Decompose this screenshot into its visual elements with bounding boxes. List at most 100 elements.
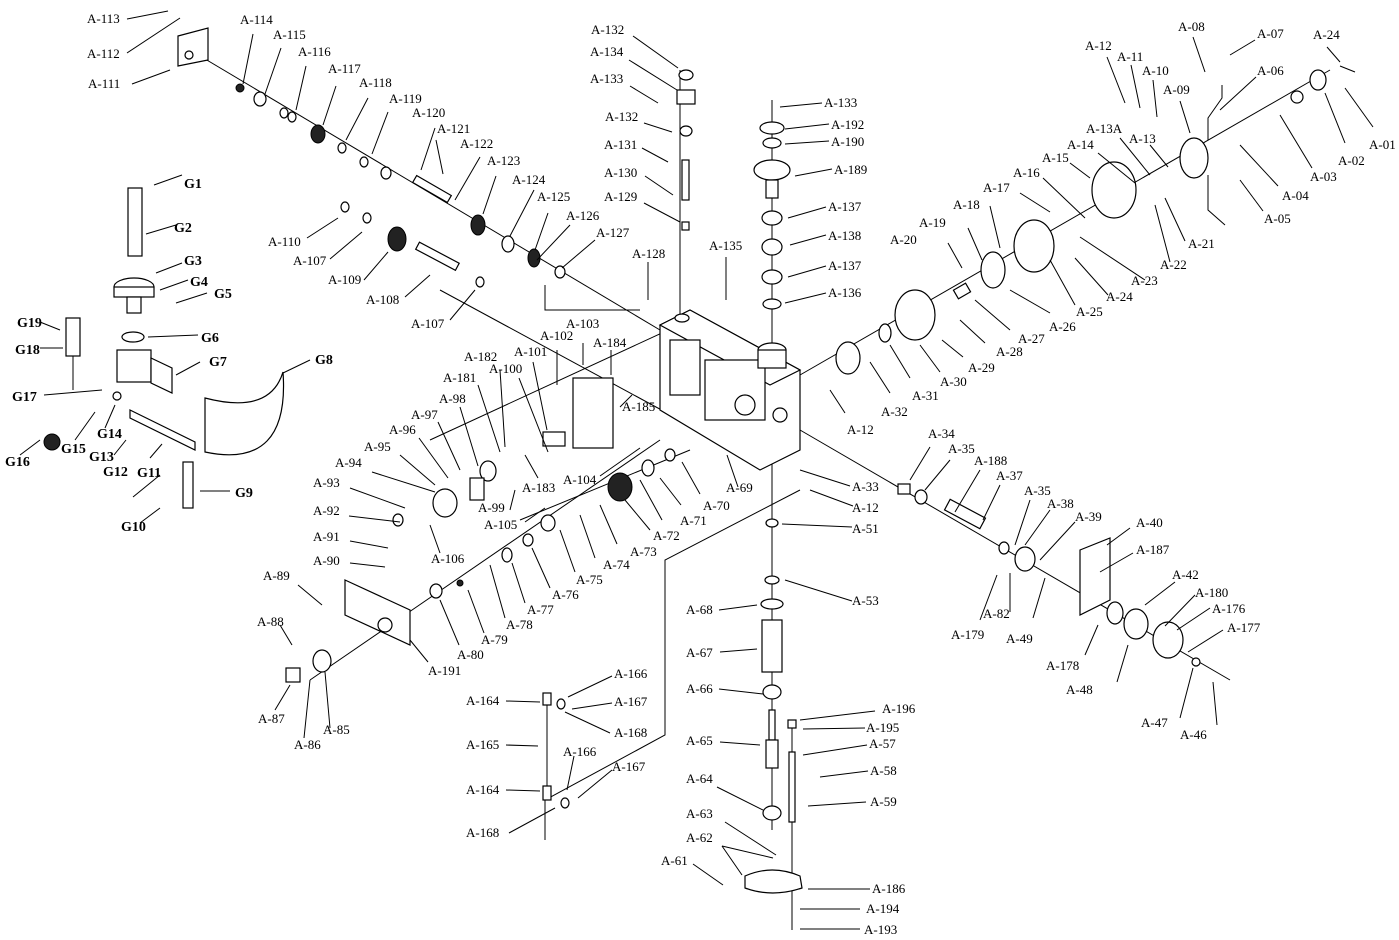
label-g2: G2 [174, 221, 192, 236]
label-a-137: A-137 [828, 199, 862, 214]
label-a-35: A-35 [948, 441, 975, 456]
label-a-181: A-181 [443, 370, 476, 385]
label-a-94: A-94 [335, 455, 362, 470]
label-a-14: A-14 [1067, 137, 1094, 152]
label-a-164: A-164 [466, 693, 500, 708]
label-a-57: A-57 [869, 736, 896, 751]
label-a-132: A-132 [591, 22, 624, 37]
label-a-26: A-26 [1049, 319, 1076, 334]
label-g10: G10 [121, 520, 146, 535]
label-a-131: A-131 [604, 137, 637, 152]
label-a-111: A-111 [88, 76, 120, 91]
label-a-95: A-95 [364, 439, 391, 454]
label-a-126: A-126 [566, 208, 600, 223]
label-a-46: A-46 [1180, 727, 1207, 742]
label-a-186: A-186 [872, 881, 906, 896]
label-a-38: A-38 [1047, 496, 1074, 511]
label-a-191: A-191 [428, 663, 461, 678]
label-a-96: A-96 [389, 422, 416, 437]
label-a-91: A-91 [313, 529, 340, 544]
label-a-102: A-102 [540, 328, 573, 343]
label-a-06: A-06 [1257, 63, 1284, 78]
label-a-165: A-165 [466, 737, 499, 752]
label-a-101: A-101 [514, 344, 547, 359]
left-middle-shaft-parts [285, 377, 676, 683]
label-a-179: A-179 [951, 627, 984, 642]
label-a-88: A-88 [257, 614, 284, 629]
label-a-168: A-168 [466, 825, 499, 840]
label-a-42: A-42 [1172, 567, 1199, 582]
label-a-13a: A-13A [1086, 121, 1123, 136]
label-a-10: A-10 [1142, 63, 1169, 78]
label-a-122: A-122 [460, 136, 493, 151]
label-a-135: A-135 [709, 238, 742, 253]
label-a-107: A-107 [411, 316, 445, 331]
label-a-74: A-74 [603, 557, 630, 572]
label-a-24: A-24 [1313, 27, 1340, 42]
label-a-27: A-27 [1018, 331, 1045, 346]
label-a-59: A-59 [870, 794, 897, 809]
label-a-62: A-62 [686, 830, 713, 845]
label-g12: G12 [103, 465, 128, 480]
label-a-168: A-168 [614, 725, 647, 740]
label-a-01: A-01 [1369, 137, 1396, 152]
label-a-93: A-93 [313, 475, 340, 490]
label-a-128: A-128 [632, 246, 665, 261]
label-g7: G7 [209, 355, 227, 370]
label-g17: G17 [12, 390, 37, 405]
label-g15: G15 [61, 442, 86, 457]
label-a-99: A-99 [478, 500, 505, 515]
label-a-100: A-100 [489, 361, 522, 376]
label-a-48: A-48 [1066, 682, 1093, 697]
label-a-37: A-37 [996, 468, 1023, 483]
label-a-132: A-132 [605, 109, 638, 124]
label-a-192: A-192 [831, 117, 864, 132]
label-a-178: A-178 [1046, 658, 1079, 673]
label-a-08: A-08 [1178, 19, 1205, 34]
label-g13: G13 [89, 450, 114, 465]
label-a-30: A-30 [940, 374, 967, 389]
label-a-104: A-104 [563, 472, 597, 487]
label-g5: G5 [214, 287, 232, 302]
label-a-20: A-20 [890, 232, 917, 247]
label-a-124: A-124 [512, 172, 546, 187]
label-a-79: A-79 [481, 632, 508, 647]
label-a-129: A-129 [604, 189, 637, 204]
label-a-12: A-12 [852, 500, 879, 515]
label-a-138: A-138 [828, 228, 861, 243]
label-a-127: A-127 [596, 225, 630, 240]
label-a-109: A-109 [328, 272, 361, 287]
label-a-123: A-123 [487, 153, 520, 168]
label-a-78: A-78 [506, 617, 533, 632]
assembly-axes [189, 49, 1331, 930]
label-a-103: A-103 [566, 316, 599, 331]
label-a-190: A-190 [831, 134, 864, 149]
label-a-47: A-47 [1141, 715, 1168, 730]
label-a-70: A-70 [703, 498, 730, 513]
label-a-87: A-87 [258, 711, 285, 726]
label-a-133: A-133 [590, 71, 623, 86]
label-a-61: A-61 [661, 853, 688, 868]
label-a-75: A-75 [576, 572, 603, 587]
label-a-167: A-167 [612, 759, 646, 774]
label-a-22: A-22 [1160, 257, 1187, 272]
label-a-12: A-12 [1085, 38, 1112, 53]
label-a-76: A-76 [552, 587, 579, 602]
label-a-67: A-67 [686, 645, 713, 660]
label-a-188: A-188 [974, 453, 1007, 468]
label-a-187: A-187 [1136, 542, 1170, 557]
label-a-24: A-24 [1106, 289, 1133, 304]
label-a-112: A-112 [87, 46, 120, 61]
label-a-40: A-40 [1136, 515, 1163, 530]
label-a-72: A-72 [653, 528, 680, 543]
upper-right-handwheel-parts [835, 65, 1356, 375]
label-a-196: A-196 [882, 701, 916, 716]
label-a-167: A-167 [614, 694, 648, 709]
label-a-115: A-115 [273, 27, 306, 42]
label-g11: G11 [137, 466, 161, 481]
label-a-12: A-12 [847, 422, 874, 437]
label-a-65: A-65 [686, 733, 713, 748]
label-a-58: A-58 [870, 763, 897, 778]
label-a-28: A-28 [996, 344, 1023, 359]
